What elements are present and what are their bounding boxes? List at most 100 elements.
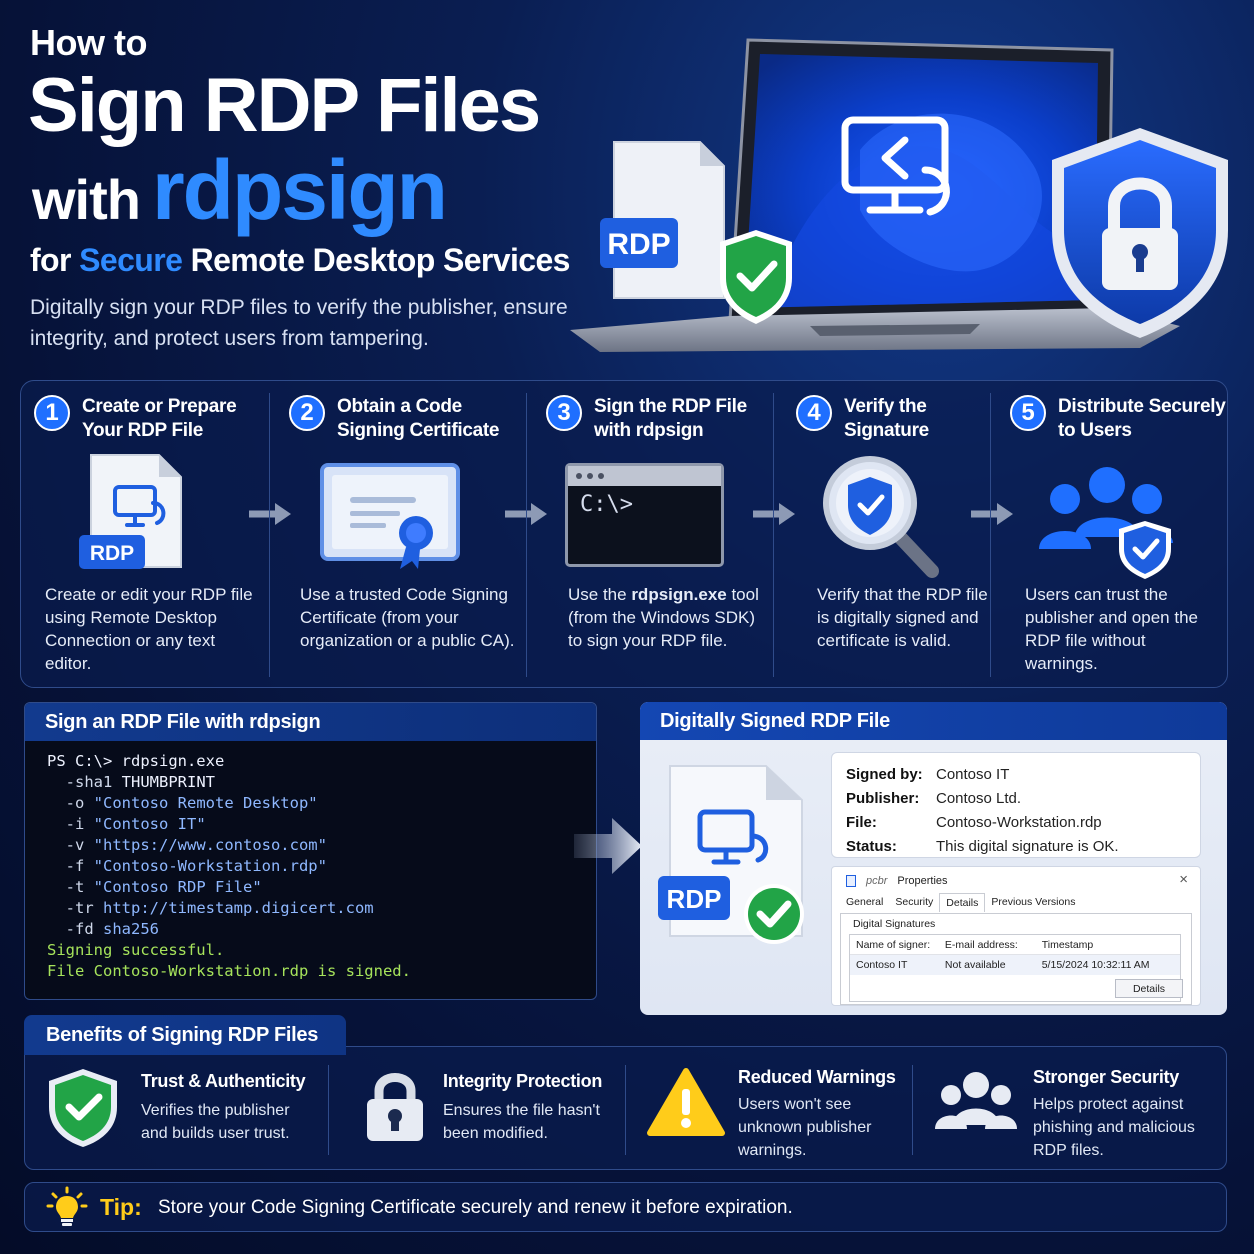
divider	[990, 393, 991, 677]
hero-illustration: RDP	[570, 38, 1228, 352]
step-4: 4 Verify the Signature Verify that the R…	[774, 381, 990, 687]
step-5: 5 Distribute Securely to Users Users can…	[991, 381, 1227, 687]
hero-description: Digitally sign your RDP files to verify …	[30, 296, 568, 350]
subtitle-secure: Secure	[79, 242, 183, 278]
step-number: 5	[1010, 395, 1046, 431]
benefit-warnings: Reduced Warnings Users won't see unknown…	[626, 1047, 912, 1169]
benefits-title: Benefits of Signing RDP Files	[24, 1015, 346, 1055]
benefit-description: Users won't see unknown publisher warnin…	[738, 1096, 872, 1159]
step-3: 3 Sign the RDP File with rdpsign C:\> Us…	[527, 381, 773, 687]
benefit-title: Reduced Warnings	[738, 1067, 896, 1087]
tip-text: Store your Code Signing Certificate secu…	[158, 1197, 793, 1218]
step-title: Create or Prepare Your RDP File	[82, 396, 237, 441]
code-line: -sha1 THUMBPRINT	[65, 773, 215, 791]
laptop-icon	[570, 38, 1180, 352]
rdp-file-icon: RDP	[600, 141, 725, 299]
step-number: 4	[796, 395, 832, 431]
subtitle-for: for	[30, 242, 71, 278]
column-header[interactable]: Name of signer:	[856, 938, 931, 951]
arrow-right-icon	[971, 503, 1013, 525]
padlock-icon	[367, 1073, 423, 1141]
step-description: Users can trust the publisher and open t…	[1025, 585, 1198, 673]
tip-label: Tip:	[100, 1194, 142, 1220]
terminal-titlebar	[568, 466, 721, 486]
hero-rdp-badge: RDP	[607, 228, 670, 261]
column-header[interactable]: E-mail address:	[944, 938, 1018, 951]
code-block: PS C:\> rdpsign.exe -sha1 THUMBPRINT -o …	[25, 741, 596, 982]
benefit-title: Integrity Protection	[443, 1071, 603, 1091]
table-row[interactable]: Contoso IT Not available 5/15/2024 10:32…	[850, 955, 1180, 975]
details-button[interactable]: Details	[1115, 979, 1183, 998]
step-number: 1	[34, 395, 70, 431]
dialog-tabs: General Security Details Previous Versio…	[840, 893, 1081, 912]
cell-signer: Contoso IT	[856, 959, 908, 971]
benefit-description: Verifies the publisher and builds user t…	[141, 1102, 290, 1142]
column-header[interactable]: Timestamp	[1041, 938, 1094, 951]
step-description: Use a trusted Code Signing Certificate (…	[300, 585, 515, 650]
signature-info-card: Signed by:Contoso IT Publisher:Contoso L…	[831, 752, 1201, 858]
step-title: Verify the Signature	[844, 396, 929, 441]
tab-security[interactable]: Security	[895, 896, 934, 908]
tab-previous-versions[interactable]: Previous Versions	[991, 896, 1076, 908]
dialog-title: Properties	[897, 875, 948, 887]
tab-general[interactable]: General	[846, 896, 884, 908]
benefits-panel: Trust & Authenticity Verifies the publis…	[24, 1046, 1227, 1170]
code-panel-title: Sign an RDP File with rdpsign	[25, 703, 596, 741]
users-shield-icon	[1039, 467, 1173, 579]
divider	[912, 1065, 913, 1155]
info-row-signed-by: Signed by:Contoso IT	[846, 766, 1010, 783]
dialog-body: Digital Signatures Name of signer: E-mai…	[840, 913, 1192, 1005]
code-line: -tr http://timestamp.digicert.com	[65, 899, 374, 917]
step-1: 1 Create or Prepare Your RDP File RDP Cr…	[21, 381, 269, 687]
close-icon[interactable]: ×	[1179, 871, 1188, 888]
digital-signatures-label: Digital Signatures	[853, 918, 936, 930]
subtitle: for Secure Remote Desktop Services	[30, 242, 570, 279]
divider	[526, 393, 527, 677]
benefit-title: Trust & Authenticity	[141, 1071, 306, 1091]
cell-email: Not available	[944, 959, 1006, 971]
benefit-trust: Trust & Authenticity Verifies the publis…	[25, 1047, 327, 1169]
info-row-status: Status:This digital signature is OK.	[846, 838, 1119, 855]
lock-shield-icon	[1052, 128, 1228, 338]
dialog-file-name: pcbr	[866, 875, 888, 887]
code-result: Signing successful.	[47, 941, 225, 959]
code-line: -v "https://www.contoso.com"	[65, 836, 327, 854]
divider	[625, 1065, 626, 1155]
page-title: Sign RDP Files	[28, 63, 541, 148]
code-line: -f "Contoso-Workstation.rdp"	[65, 857, 327, 875]
signed-rdp-badge: RDP	[667, 884, 722, 914]
step-description: Verify that the RDP file is digitally si…	[817, 585, 988, 650]
code-line: -fd sha256	[65, 920, 159, 938]
step-description: Create or edit your RDP file using Remot…	[45, 585, 253, 673]
code-line: -o "Contoso Remote Desktop"	[65, 794, 318, 812]
step-title: Obtain a Code Signing Certificate	[337, 396, 500, 441]
table-header: Name of signer: E-mail address: Timestam…	[850, 935, 1180, 955]
divider	[328, 1065, 329, 1155]
code-line: -i "Contoso IT"	[65, 815, 206, 833]
divider	[269, 393, 270, 677]
signed-file-panel: Digitally Signed RDP File RDP Signed by:…	[640, 702, 1227, 1015]
arrow-right-icon	[753, 503, 795, 525]
step-title: Distribute Securely to Users	[1058, 396, 1226, 441]
certificate-icon	[320, 463, 460, 569]
properties-dialog: pcbr Properties × General Security Detai…	[831, 866, 1201, 1006]
info-row-file: File:Contoso-Workstation.rdp	[846, 814, 1102, 831]
subtitle-rest: Remote Desktop Services	[190, 242, 571, 278]
lightbulb-icon	[46, 1186, 88, 1226]
step-number: 2	[289, 395, 325, 431]
check-shield-icon	[720, 230, 792, 324]
benefit-description: Ensures the file hasn't been modified.	[443, 1102, 600, 1142]
magnifier-shield-icon	[823, 456, 939, 578]
title-tool: rdpsign	[151, 143, 448, 237]
tab-details[interactable]: Details	[939, 893, 986, 912]
warning-icon	[647, 1068, 725, 1136]
divider	[773, 393, 774, 677]
benefit-security: Stronger Security Helps protect against …	[913, 1047, 1226, 1169]
cell-timestamp: 5/15/2024 10:32:11 AM	[1041, 959, 1150, 971]
signed-rdp-file-icon: RDP	[658, 765, 804, 944]
shield-check-icon	[49, 1069, 117, 1147]
benefit-title: Stronger Security	[1033, 1067, 1179, 1087]
terminal-prompt: C:\>	[580, 492, 633, 517]
signed-panel-title: Digitally Signed RDP File	[640, 702, 1227, 740]
